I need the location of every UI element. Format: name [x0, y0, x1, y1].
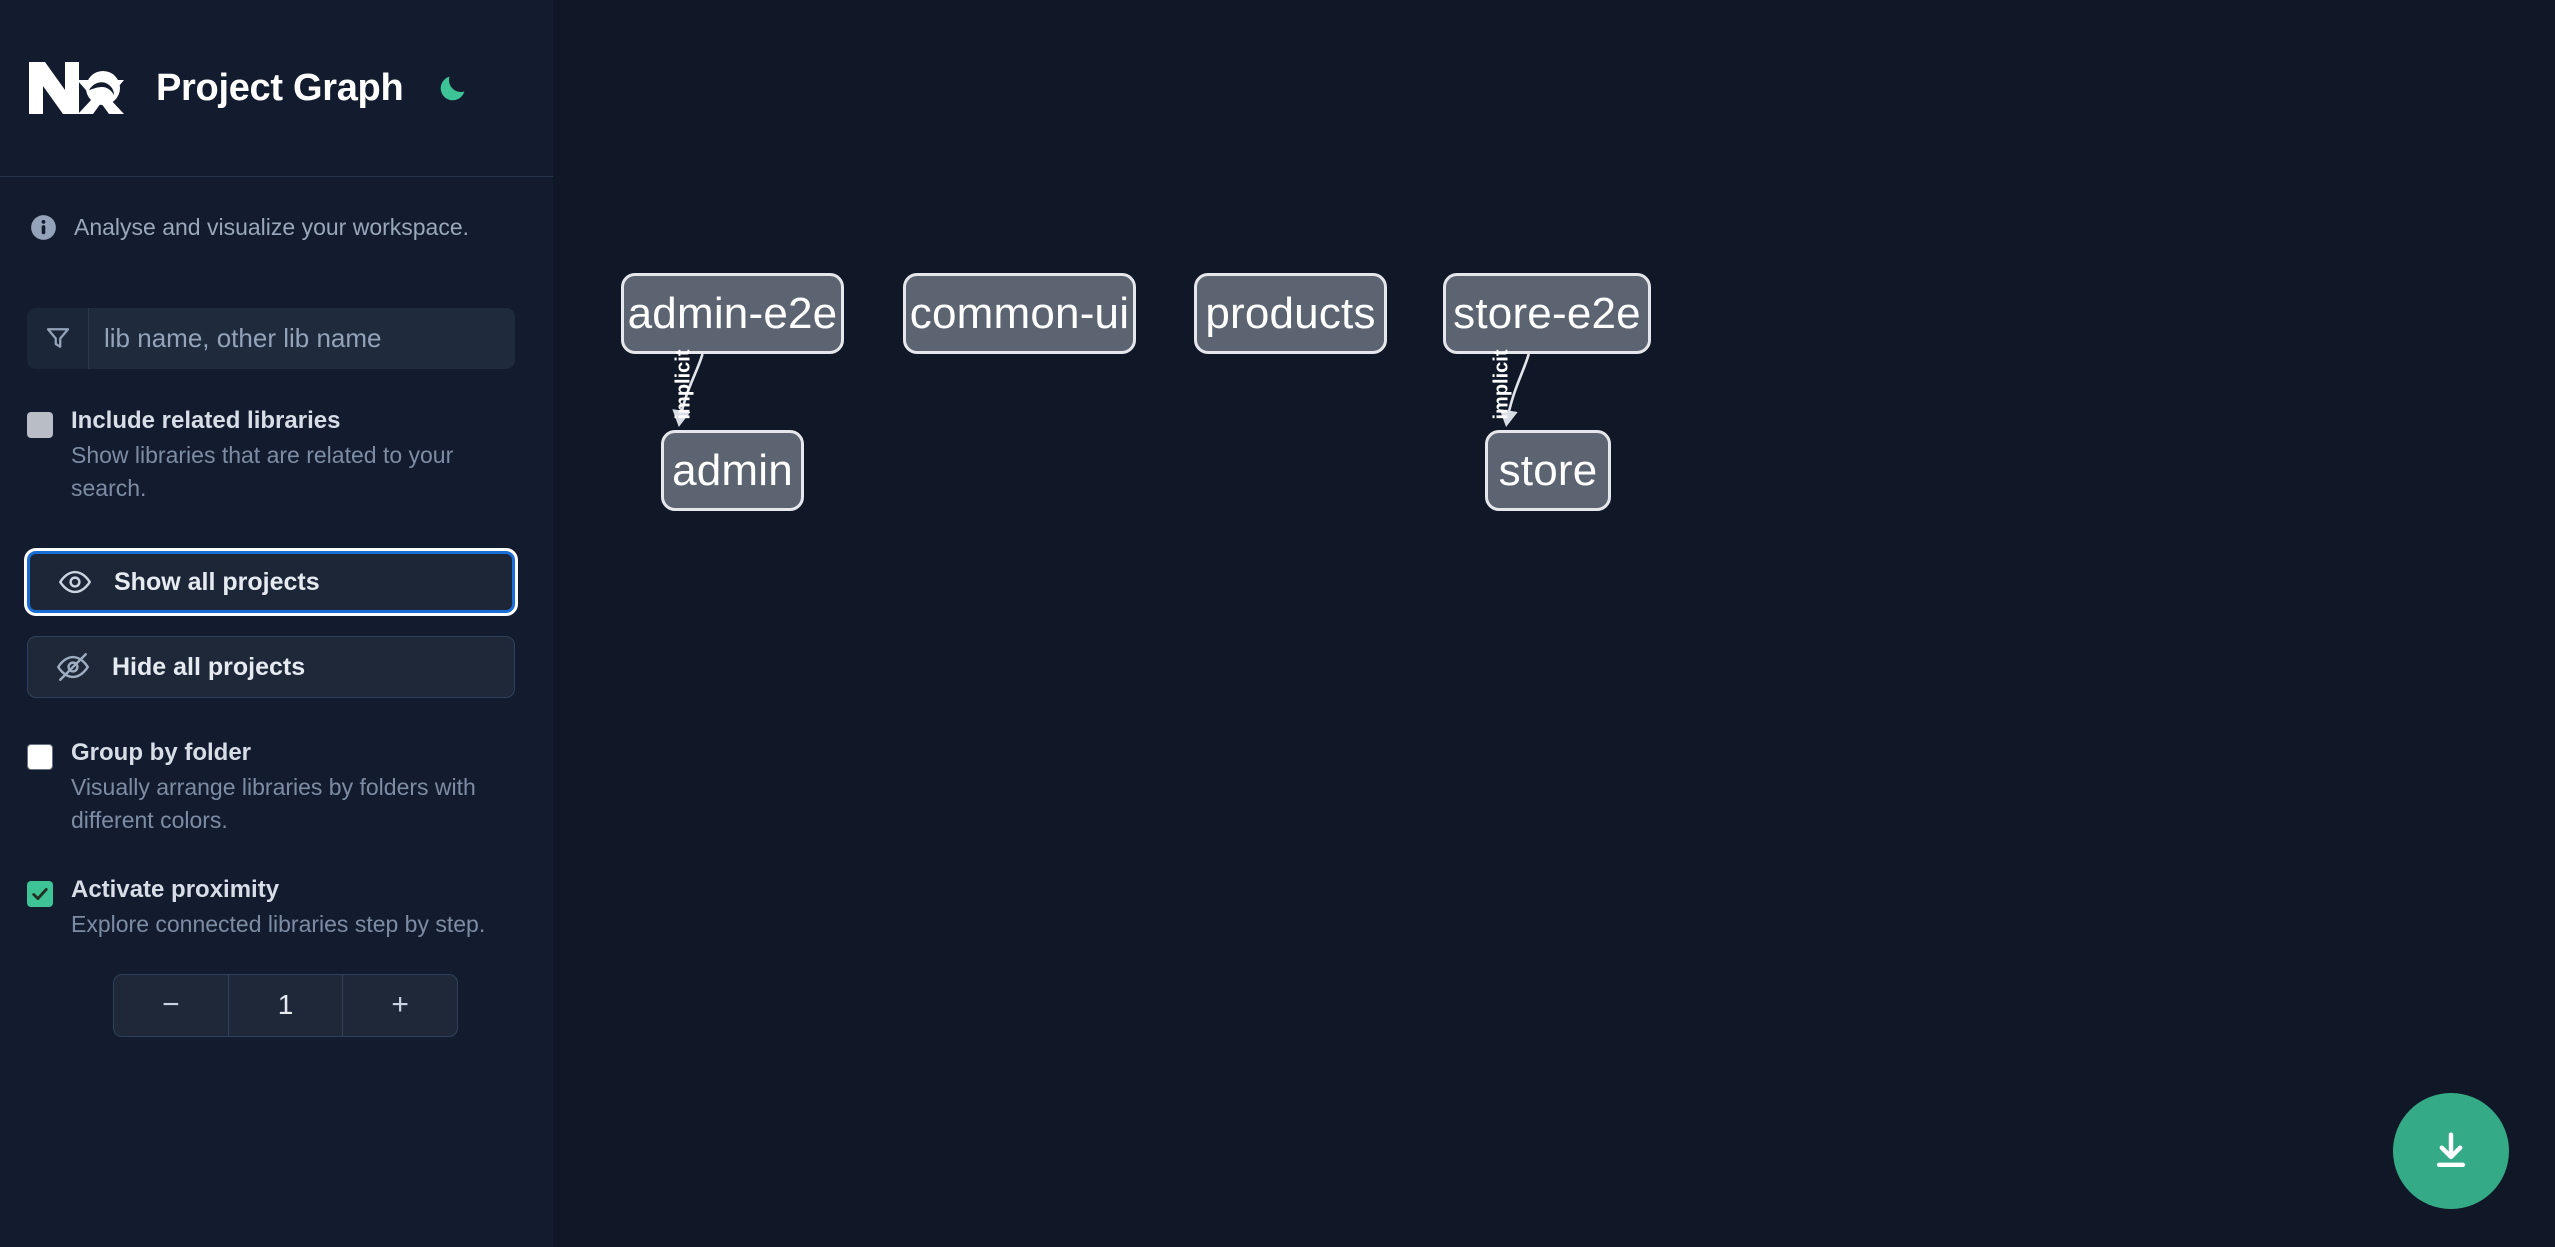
option-include-related-libraries: Include related libraries Show libraries… [0, 405, 553, 505]
nx-logo [29, 62, 124, 114]
option-label[interactable]: Group by folder [71, 739, 251, 767]
download-button[interactable] [2393, 1093, 2509, 1209]
show-all-projects-label: Show all projects [114, 567, 320, 596]
moon-glyph [441, 76, 465, 101]
graph-node-products[interactable]: products [1194, 273, 1387, 354]
hide-all-projects-button[interactable]: Hide all projects [27, 636, 515, 699]
search-input[interactable] [89, 307, 515, 369]
proximity-value[interactable]: 1 [227, 974, 344, 1036]
option-label[interactable]: Activate proximity [71, 875, 280, 903]
hide-all-projects-label: Hide all projects [112, 652, 306, 681]
eye-icon [58, 571, 92, 594]
proximity-decrement-button[interactable]: − [162, 988, 180, 1022]
eye-off-icon [56, 653, 90, 682]
proximity-stepper: − 1 + [113, 973, 458, 1037]
checkbox-include-related-libraries[interactable] [27, 411, 53, 438]
graph-node-store[interactable]: store [1485, 430, 1611, 511]
sidebar-body: Analyse and visualize your workspace. In… [0, 177, 553, 1037]
info-text: Analyse and visualize your workspace. [74, 214, 470, 240]
show-all-projects-button[interactable]: Show all projects [27, 551, 515, 614]
graph-canvas[interactable]: admin-e2e common-ui products store-e2e a… [553, 0, 2555, 1247]
edge-store-e2e-to-store [1499, 353, 1531, 427]
graph-node-store-e2e[interactable]: store-e2e [1443, 273, 1651, 354]
graph-node-admin[interactable]: admin [661, 430, 804, 511]
option-description: Visually arrange libraries by folders wi… [71, 774, 476, 834]
sidebar-header: Project Graph [0, 0, 553, 177]
option-description: Explore connected libraries step by step… [71, 910, 486, 937]
option-description: Show libraries that are related to your … [71, 441, 454, 501]
download-icon [2436, 1132, 2466, 1168]
filter-field[interactable] [27, 307, 515, 369]
option-activate-proximity: Activate proximity Explore connected lib… [0, 874, 553, 941]
info-icon [31, 215, 56, 240]
checkbox-activate-proximity[interactable] [27, 880, 53, 907]
sidebar: Project Graph Analyse and visualize your… [0, 0, 573, 1247]
checkbox-group-by-folder[interactable] [27, 744, 53, 771]
option-group-by-folder: Group by folder Visually arrange librari… [0, 737, 553, 837]
funnel-glyph [46, 328, 69, 349]
check-icon [32, 887, 48, 900]
graph-node-admin-e2e[interactable]: admin-e2e [621, 273, 844, 354]
moon-icon[interactable] [431, 66, 475, 110]
proximity-increment-button[interactable]: + [391, 988, 409, 1022]
edge-admin-e2e-to-admin [672, 353, 704, 427]
page-title: Project Graph [156, 66, 404, 109]
graph-node-common-ui[interactable]: common-ui [903, 273, 1136, 354]
info-banner: Analyse and visualize your workspace. [0, 177, 553, 242]
graph-edges [672, 353, 1531, 427]
option-label[interactable]: Include related libraries [71, 406, 341, 434]
filter-funnel-icon [27, 307, 89, 369]
